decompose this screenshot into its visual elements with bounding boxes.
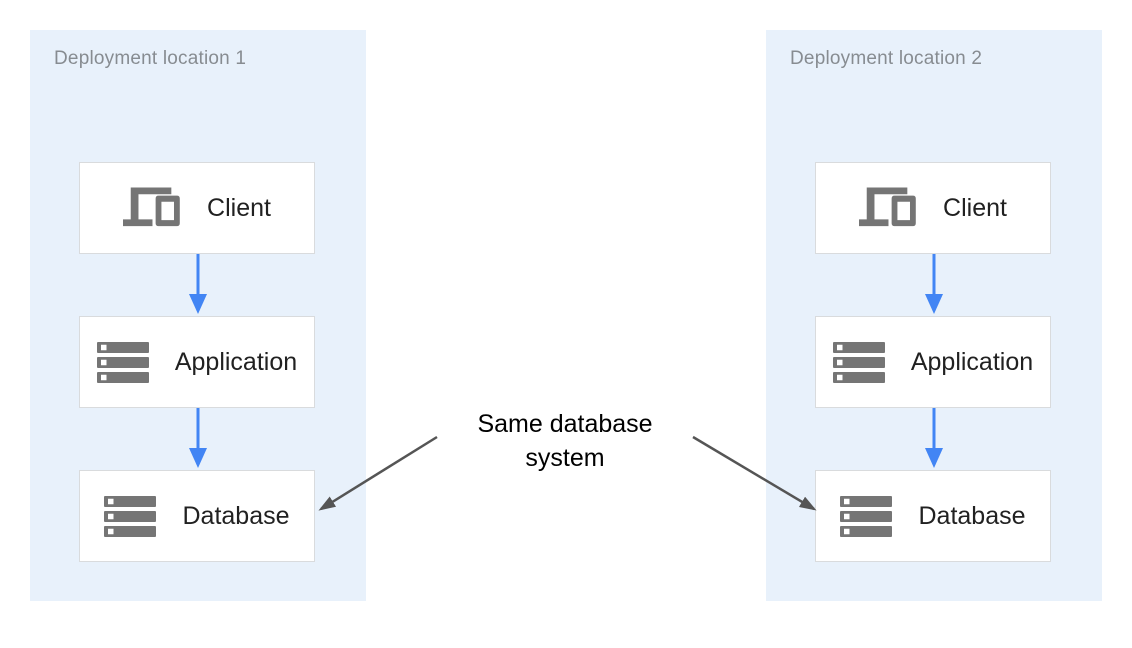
node-label: Database: [918, 501, 1026, 530]
annotation-same-database: Same database system: [477, 410, 653, 472]
server-stack-icon: [96, 341, 149, 383]
node-label: Database: [182, 501, 290, 530]
database-node: Database: [815, 470, 1051, 562]
deployment-panel-1: Deployment location 1 Client: [30, 30, 366, 601]
server-stack-icon: [104, 495, 157, 537]
database-node: Database: [79, 470, 315, 562]
node-label: Client: [207, 193, 271, 222]
node-label: Client: [943, 193, 1007, 222]
server-stack-icon: [840, 495, 893, 537]
client-node: Client: [815, 162, 1051, 254]
server-stack-icon: [832, 341, 885, 383]
panel-label: Deployment location 2: [790, 48, 983, 69]
panel-label: Deployment location 1: [54, 48, 247, 69]
deployment-panel-2: Deployment location 2 Client: [766, 30, 1102, 601]
client-node: Client: [79, 162, 315, 254]
node-label: Application: [174, 347, 298, 376]
node-label: Application: [910, 347, 1034, 376]
devices-icon: [123, 187, 181, 229]
devices-icon: [859, 187, 917, 229]
application-node: Application: [79, 316, 315, 408]
application-node: Application: [815, 316, 1051, 408]
